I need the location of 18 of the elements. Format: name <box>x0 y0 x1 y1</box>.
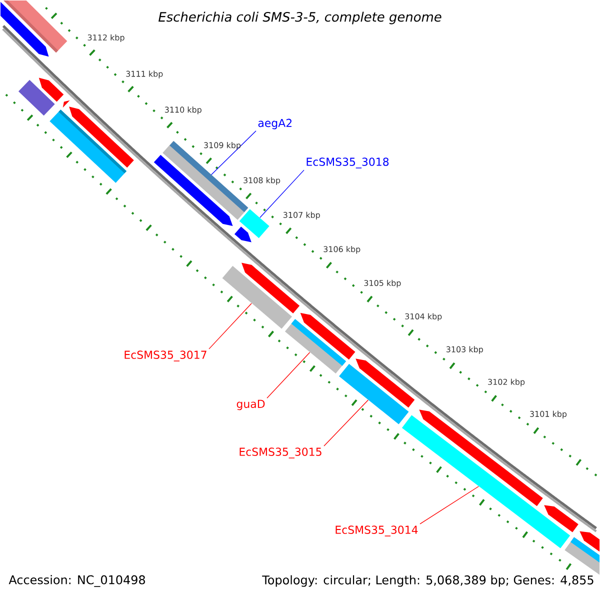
title: Escherichia coli SMS-3-5, complete genome <box>158 12 442 24</box>
gene-label: EcSMS35_3014 <box>336 526 418 536</box>
topology-text: Topology: circular; Length: 5,068,389 bp; Genes: 4,855 <box>260 574 596 588</box>
leader-line <box>210 130 256 176</box>
leader-line <box>260 170 304 218</box>
gene-label: EcSMS35_3017 <box>124 350 206 362</box>
leader-line <box>324 400 369 446</box>
gene-label: EcSMS35_3015 <box>240 448 322 458</box>
gene-label: guaD <box>236 400 265 410</box>
gene-bar <box>222 266 292 329</box>
leader-line <box>208 302 252 350</box>
leader-line <box>420 486 480 524</box>
gene-bar <box>239 209 270 238</box>
accession-text: Accession: NC_010498 <box>7 574 148 588</box>
gene-label: EcSMS35_3018 <box>306 158 389 168</box>
gene-bar <box>339 364 409 424</box>
leader-line <box>266 352 310 399</box>
gene-label: aegA2 <box>258 118 292 130</box>
